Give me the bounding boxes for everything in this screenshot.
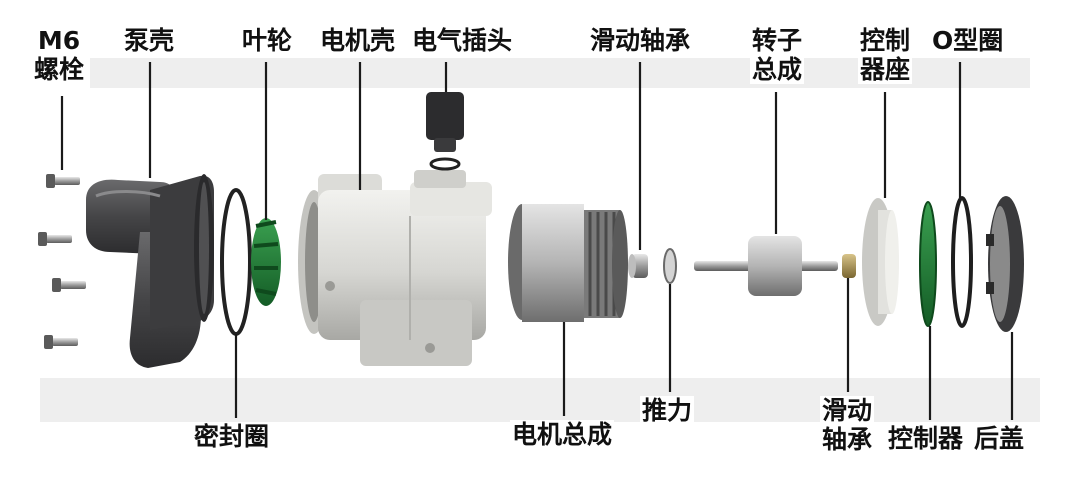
sliding-bearing-front — [628, 254, 648, 278]
bolt — [44, 335, 78, 349]
label-electrical-plug: 电气插头 — [410, 26, 515, 55]
thrust-washer — [663, 248, 677, 284]
pump-casing — [86, 174, 214, 368]
m6-bolts — [38, 174, 86, 349]
label-sliding-bearing-top: 滑动轴承 — [588, 26, 693, 55]
motor-housing — [298, 170, 492, 366]
label-rotor-assembly: 转子 总成 — [750, 26, 805, 84]
label-seal-ring: 密封圈 — [192, 422, 272, 451]
controller-pcb — [919, 201, 937, 327]
rear-cover — [986, 196, 1024, 332]
label-pump-casing: 泵壳 — [122, 26, 177, 55]
bolt — [52, 278, 86, 292]
label-o-ring: O型圈 — [930, 26, 1006, 55]
electrical-plug — [426, 92, 464, 171]
o-ring — [951, 196, 973, 328]
bolt — [38, 232, 72, 246]
label-sliding-bearing-bottom: 滑动 轴承 — [820, 396, 875, 454]
label-controller-seat: 控制 器座 — [858, 26, 913, 84]
label-impeller: 叶轮 — [240, 26, 295, 55]
label-rear-cover: 后盖 — [972, 424, 1027, 453]
label-controller: 控制器 — [886, 424, 966, 453]
label-thrust: 推力 — [640, 396, 695, 425]
seal-ring — [220, 188, 252, 336]
sliding-bearing-rear — [842, 254, 856, 278]
label-motor-housing: 电机壳 — [318, 26, 398, 55]
controller-seat — [862, 198, 899, 326]
rotor-assembly — [694, 236, 838, 296]
motor-assembly — [508, 204, 628, 322]
impeller — [251, 218, 281, 306]
label-m6-bolt: M6 螺栓 — [32, 26, 87, 84]
label-motor-assembly: 电机总成 — [510, 420, 615, 449]
bolt — [46, 174, 80, 188]
